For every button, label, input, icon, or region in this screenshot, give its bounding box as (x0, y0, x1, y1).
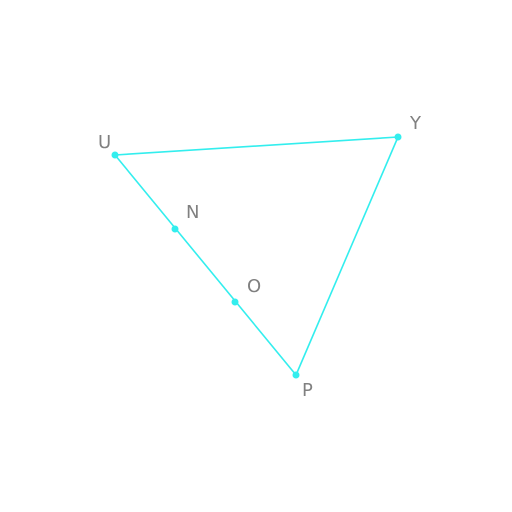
triangle-edges (114, 136, 399, 376)
labels: U Y P N O (98, 113, 422, 401)
segment-y-p (295, 136, 399, 376)
point-y (394, 133, 402, 141)
label-y: Y (409, 113, 422, 134)
point-n (171, 225, 179, 233)
label-o: O (247, 276, 261, 297)
point-p (292, 371, 300, 379)
points (111, 133, 402, 379)
segment-p-u (114, 154, 297, 376)
label-n: N (186, 202, 199, 223)
label-p: P (302, 380, 313, 401)
label-u: U (98, 132, 111, 153)
point-o (231, 298, 239, 306)
segment-u-y (114, 136, 399, 156)
point-u (111, 151, 119, 159)
